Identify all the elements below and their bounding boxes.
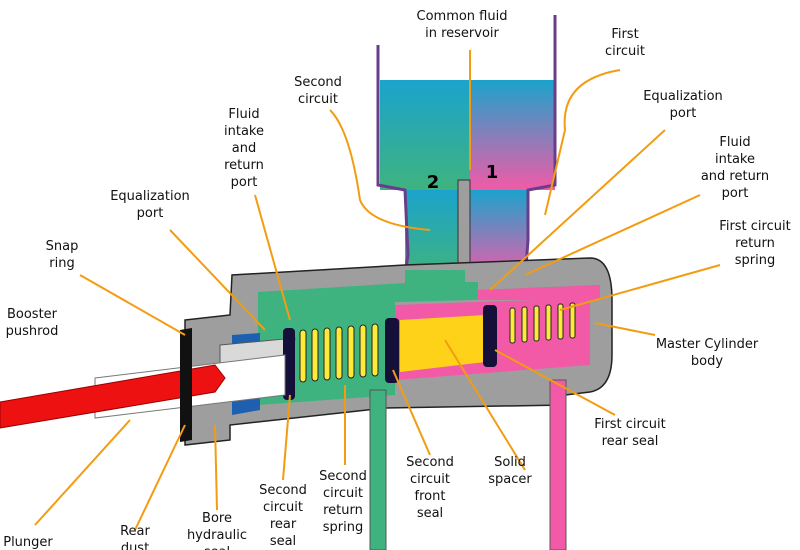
pushrod-assembly xyxy=(0,328,286,442)
reservoir-number-second: 2 xyxy=(427,172,440,193)
leader-lines xyxy=(34,50,721,531)
reservoir: 2 1 xyxy=(376,15,557,281)
second-circuit-spring xyxy=(299,323,379,383)
reservoir-number-first: 1 xyxy=(486,162,499,183)
label-bore-hydraulic-seal: Borehydraulicseal xyxy=(187,511,247,550)
cylinder-body xyxy=(184,257,613,550)
first-circuit-spring xyxy=(509,302,576,344)
label-plunger: Plunger xyxy=(3,535,53,550)
